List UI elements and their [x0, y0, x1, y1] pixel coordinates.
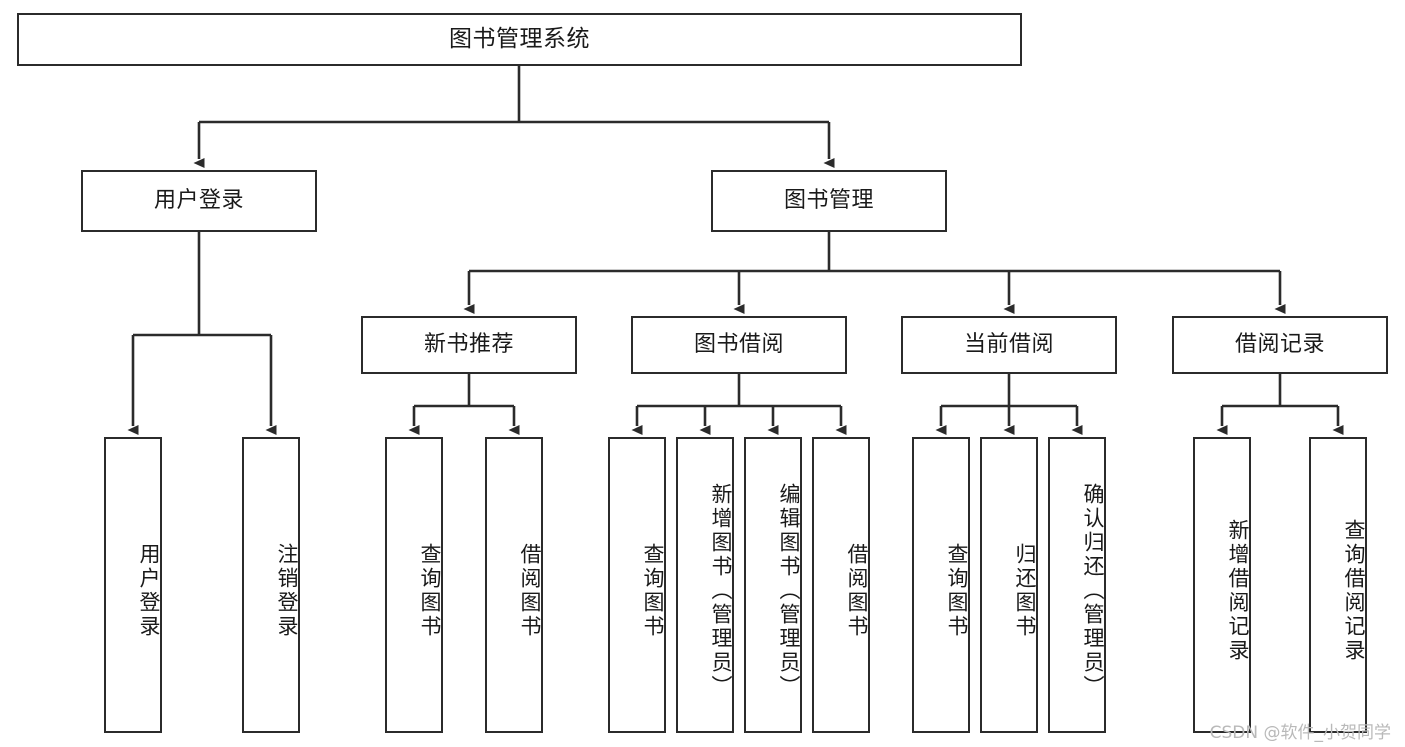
node-borrow-record-label: 借阅记录 — [1234, 332, 1325, 358]
node-leaf-edit-book-label: 编辑图书（管理员） — [777, 483, 801, 699]
node-leaf-add-book[interactable]: 新增图书（管理员） — [676, 437, 734, 733]
node-user-login[interactable]: 用户登录 — [81, 170, 317, 232]
node-leaf-borrow-book-2-label: 借阅图书 — [845, 543, 869, 639]
node-book-borrow[interactable]: 图书借阅 — [631, 316, 847, 374]
node-new-book-recommend[interactable]: 新书推荐 — [361, 316, 577, 374]
node-leaf-logout-login[interactable]: 注销登录 — [242, 437, 300, 733]
node-leaf-query-book-1-label: 查询图书 — [418, 543, 442, 639]
node-leaf-query-book-3-label: 查询图书 — [945, 543, 969, 639]
node-current-borrow[interactable]: 当前借阅 — [901, 316, 1117, 374]
node-book-borrow-label: 图书借阅 — [693, 332, 784, 358]
node-leaf-borrow-book-2[interactable]: 借阅图书 — [812, 437, 870, 733]
node-leaf-query-book-2-label: 查询图书 — [641, 543, 665, 639]
node-leaf-query-record[interactable]: 查询借阅记录 — [1309, 437, 1367, 733]
node-root-label: 图书管理系统 — [449, 26, 590, 53]
node-leaf-edit-book[interactable]: 编辑图书（管理员） — [744, 437, 802, 733]
node-leaf-add-book-label: 新增图书（管理员） — [709, 483, 733, 699]
node-leaf-return-book[interactable]: 归还图书 — [980, 437, 1038, 733]
node-borrow-record[interactable]: 借阅记录 — [1172, 316, 1388, 374]
node-leaf-borrow-book-1-label: 借阅图书 — [518, 543, 542, 639]
node-new-book-recommend-label: 新书推荐 — [423, 332, 514, 358]
node-leaf-query-book-2[interactable]: 查询图书 — [608, 437, 666, 733]
node-leaf-add-record-label: 新增借阅记录 — [1226, 519, 1250, 663]
node-root[interactable]: 图书管理系统 — [17, 13, 1022, 66]
node-leaf-confirm-return-label: 确认归还（管理员） — [1081, 483, 1105, 699]
node-leaf-query-book-1[interactable]: 查询图书 — [385, 437, 443, 733]
node-current-borrow-label: 当前借阅 — [963, 332, 1054, 358]
watermark: CSDN @软件_小贺同学 — [1209, 723, 1391, 743]
node-leaf-user-login[interactable]: 用户登录 — [104, 437, 162, 733]
node-leaf-borrow-book-1[interactable]: 借阅图书 — [485, 437, 543, 733]
node-leaf-confirm-return[interactable]: 确认归还（管理员） — [1048, 437, 1106, 733]
node-book-management[interactable]: 图书管理 — [711, 170, 947, 232]
node-leaf-query-book-3[interactable]: 查询图书 — [912, 437, 970, 733]
node-book-management-label: 图书管理 — [783, 188, 874, 214]
node-leaf-return-book-label: 归还图书 — [1013, 543, 1037, 639]
node-leaf-logout-login-label: 注销登录 — [275, 543, 299, 639]
node-leaf-add-record[interactable]: 新增借阅记录 — [1193, 437, 1251, 733]
node-leaf-query-record-label: 查询借阅记录 — [1342, 519, 1366, 663]
node-user-login-label: 用户登录 — [153, 188, 244, 214]
node-leaf-user-login-label: 用户登录 — [137, 543, 161, 639]
